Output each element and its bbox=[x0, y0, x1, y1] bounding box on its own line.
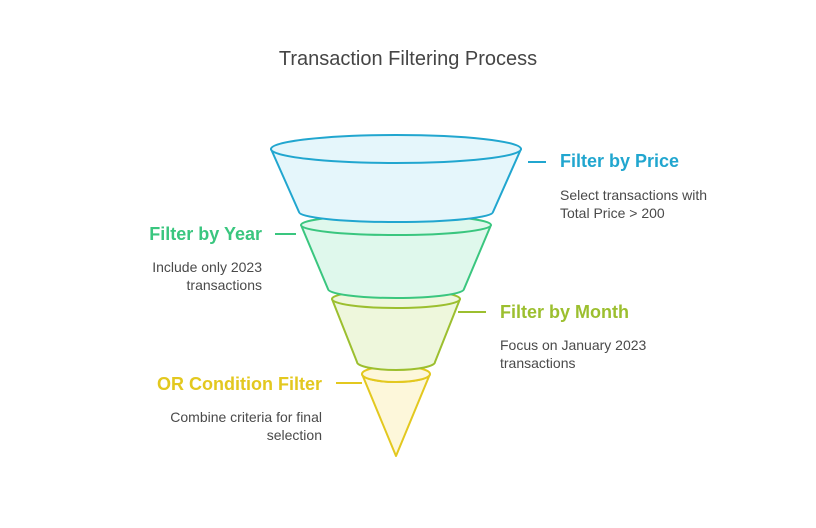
funnel-stage-price bbox=[270, 134, 522, 223]
stage-1-rim bbox=[270, 134, 522, 164]
diagram-title: Transaction Filtering Process bbox=[278, 48, 538, 70]
stage-1-body bbox=[270, 148, 522, 223]
funnel-stage-or-condition bbox=[361, 365, 431, 457]
stage-year-desc-line: transactions bbox=[186, 277, 262, 293]
stage-month-heading: Filter by Month bbox=[500, 302, 629, 322]
stage-3-body bbox=[331, 298, 461, 371]
funnel-stage-month bbox=[331, 289, 461, 371]
stage-month-description: Focus on January 2023 transactions bbox=[500, 336, 646, 372]
stage-year-description: Include only 2023 transactions bbox=[152, 258, 262, 294]
stage-price-description: Select transactions with Total Price > 2… bbox=[560, 186, 707, 222]
stage-price-desc-line: Total Price > 200 bbox=[560, 205, 665, 221]
stage-or-heading: OR Condition Filter bbox=[157, 374, 322, 394]
stage-or-desc-line: selection bbox=[266, 427, 322, 443]
funnel-stage-year bbox=[300, 214, 492, 299]
stage-month-desc-line: transactions bbox=[500, 355, 576, 371]
stage-year-desc-line: Include only 2023 bbox=[152, 259, 262, 275]
stage-price-desc-line: Select transactions with bbox=[560, 187, 708, 203]
stage-price-heading: Filter by Price bbox=[560, 151, 680, 171]
stage-or-desc-line: Combine criteria for final bbox=[170, 409, 322, 425]
stage-2-body bbox=[300, 224, 492, 299]
stage-year-heading: Filter by Year bbox=[149, 224, 262, 244]
stage-month-desc-line: Focus on January 2023 bbox=[500, 337, 647, 353]
stage-4-body bbox=[361, 373, 431, 457]
stage-or-description: Combine criteria for final selection bbox=[170, 408, 322, 444]
